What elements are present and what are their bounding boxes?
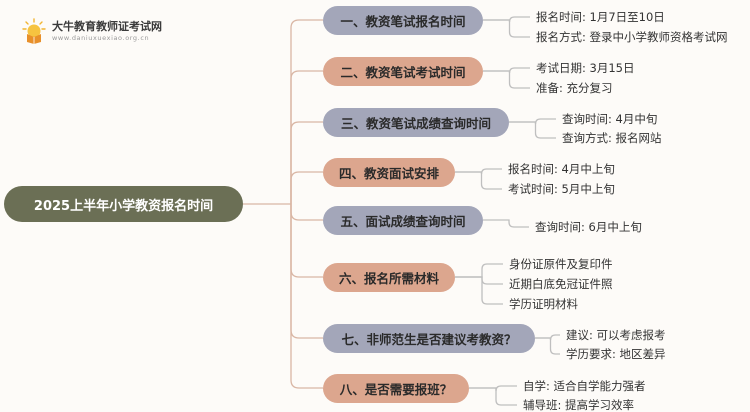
leaf-text: 近期白底免冠证件照 bbox=[509, 277, 613, 291]
leaf-text: 考试时间: 5月中上旬 bbox=[508, 182, 615, 196]
leaf-text: 查询时间: 6月中上旬 bbox=[535, 220, 642, 234]
site-logo: 大牛教育教师证考试网 www.daniuxuexiao.org.cn bbox=[22, 18, 162, 44]
branch-connector bbox=[290, 121, 323, 204]
leaf-text: 自学: 适合自学能力强者 bbox=[523, 379, 646, 393]
leaf-text: 考试日期: 3月15日 bbox=[536, 61, 635, 75]
leaf-text: 身份证原件及复印件 bbox=[509, 257, 613, 271]
branch-node: 一、教资笔试报名时间 bbox=[323, 5, 483, 35]
logo-title: 大牛教育教师证考试网 bbox=[52, 19, 162, 33]
branch-connector bbox=[290, 70, 323, 204]
leaf-connector bbox=[483, 19, 530, 38]
branch-node: 二、教资笔试考试时间 bbox=[323, 56, 483, 86]
leaf-text: 查询时间: 4月中旬 bbox=[562, 112, 658, 126]
branch-node: 六、报名所需材料 bbox=[323, 262, 455, 292]
leaf-connector bbox=[509, 121, 556, 139]
leaf-connector bbox=[455, 171, 502, 190]
leaf-text: 辅导班: 提高学习效率 bbox=[523, 398, 635, 412]
leaf-text: 报名时间: 1月7日至10日 bbox=[536, 10, 665, 24]
branch-node: 七、非师范生是否建议考教资？ bbox=[323, 323, 535, 353]
branch-connector bbox=[290, 204, 323, 278]
branch-node: 三、教资笔试成绩查询时间 bbox=[323, 107, 509, 137]
branch-connector bbox=[290, 19, 323, 204]
root-node: 2025上半年小学教资报名时间 bbox=[4, 186, 243, 222]
book-lightbulb-icon bbox=[22, 18, 46, 44]
leaf-connector bbox=[455, 276, 503, 305]
leaf-connector bbox=[455, 263, 503, 278]
branch-node: 八、是否需要报班？ bbox=[323, 373, 469, 403]
branch-connector bbox=[290, 204, 323, 221]
leaf-text: 学历要求: 地区差异 bbox=[566, 347, 666, 361]
leaf-text: 报名方式: 登录中小学教师资格考试网 bbox=[536, 30, 728, 44]
leaf-text: 建议: 可以考虑报考 bbox=[566, 328, 666, 342]
branch-connector bbox=[290, 204, 323, 389]
leaf-connector bbox=[483, 219, 529, 228]
leaf-text: 学历证明材料 bbox=[509, 297, 578, 311]
leaf-connector bbox=[469, 387, 517, 406]
leaf-connector bbox=[535, 337, 560, 355]
logo-url: www.daniuxuexiao.org.cn bbox=[52, 33, 150, 42]
branch-node: 四、教资面试安排 bbox=[323, 157, 455, 187]
branch-connector bbox=[290, 171, 323, 204]
branch-connector bbox=[290, 204, 323, 339]
leaf-text: 查询方式: 报名网站 bbox=[562, 131, 662, 145]
leaf-text: 报名时间: 4月中上旬 bbox=[508, 162, 615, 176]
branch-node: 五、面试成绩查询时间 bbox=[323, 205, 483, 235]
leaf-text: 准备: 充分复习 bbox=[536, 81, 613, 95]
leaf-connector bbox=[483, 70, 530, 89]
leaf-connector bbox=[455, 276, 503, 285]
